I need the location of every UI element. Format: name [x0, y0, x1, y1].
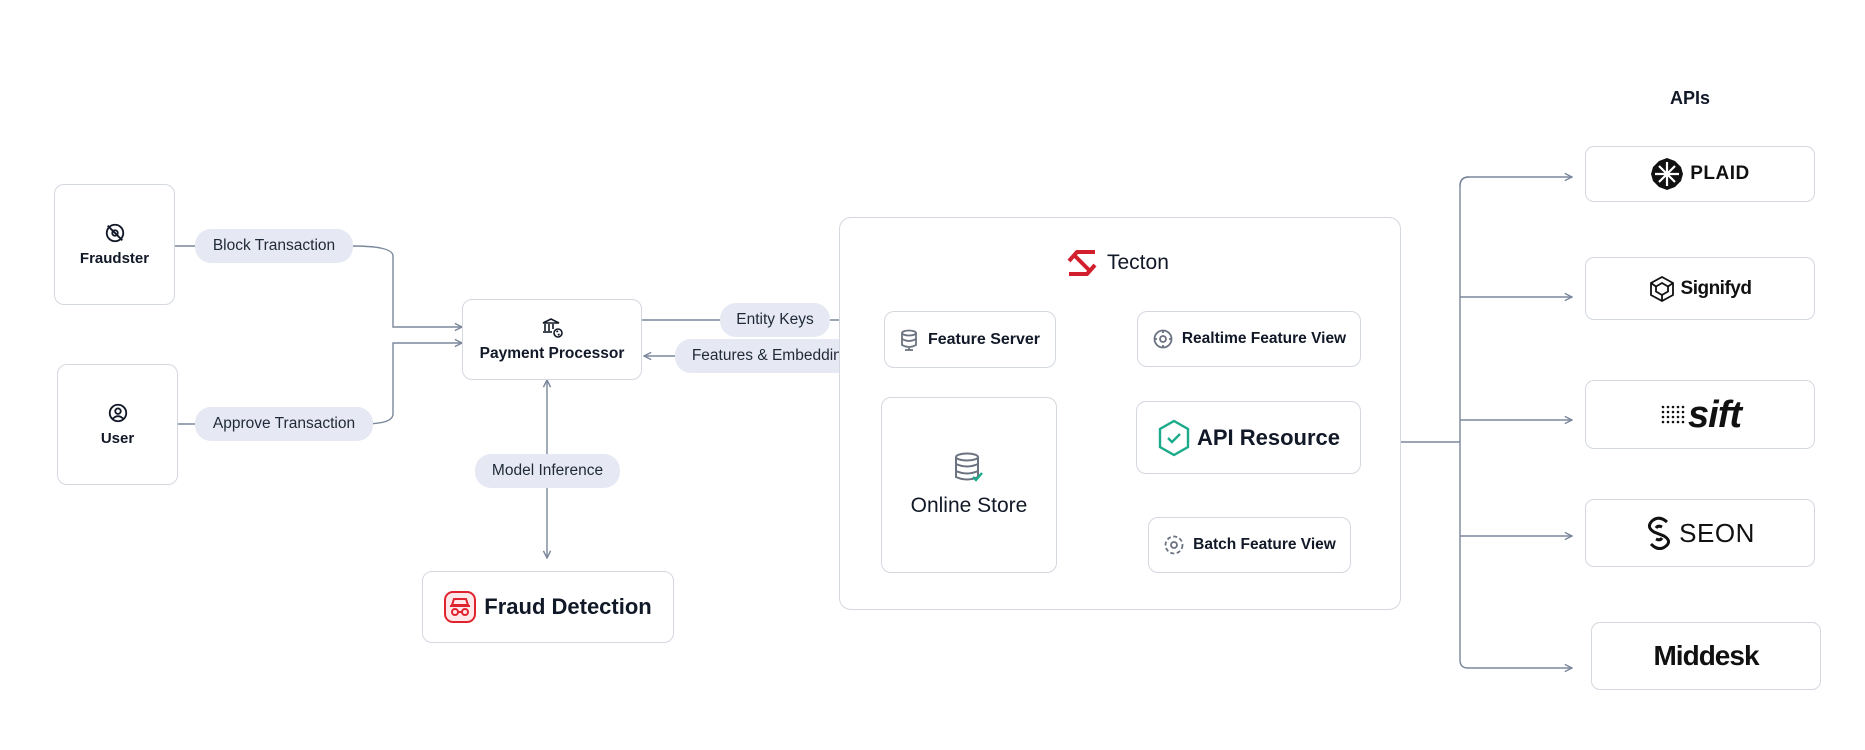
- sift-dots: [1659, 402, 1687, 428]
- api-resource-node[interactable]: API Resource: [1136, 401, 1361, 474]
- apis-header: APIs: [1669, 88, 1711, 108]
- realtime-feature-view-node[interactable]: Realtime Feature View: [1137, 311, 1361, 367]
- eye-slash-icon: [104, 222, 126, 244]
- user-label: User: [100, 430, 135, 447]
- api-signifyd[interactable]: Signifyd: [1585, 257, 1815, 320]
- payment-processor-node[interactable]: Payment Processor: [462, 299, 642, 380]
- fraud-detection-label: Fraud Detection: [484, 594, 652, 619]
- gear-icon: [1152, 328, 1174, 350]
- gear-icon: [1163, 534, 1185, 556]
- seon-logo: [1645, 516, 1673, 550]
- tecton-logo: [1065, 248, 1099, 278]
- plaid-logo: [1650, 157, 1684, 191]
- payment-processor-label: Payment Processor: [479, 344, 625, 362]
- api-seon[interactable]: SEON: [1585, 499, 1815, 567]
- database-icon: [900, 329, 918, 351]
- user-node[interactable]: User: [57, 364, 178, 485]
- approve-transaction-label: Approve Transaction: [195, 407, 373, 441]
- edge-to-plaid: [1459, 177, 1572, 187]
- feature-server-label: Feature Server: [927, 330, 1041, 348]
- block-transaction-label: Block Transaction: [195, 229, 353, 263]
- sift-wordmark: sift: [1688, 393, 1742, 436]
- api-sift[interactable]: sift: [1585, 380, 1815, 449]
- bank-sync-icon: [540, 317, 564, 339]
- edge-fraudster-payment: [175, 245, 462, 327]
- database-check-icon: [954, 452, 984, 484]
- batch-feature-view-node[interactable]: Batch Feature View: [1148, 517, 1351, 573]
- model-inference-label: Model Inference: [475, 454, 620, 488]
- batch-feature-view-label: Batch Feature View: [1193, 536, 1336, 553]
- fraud-detection-node[interactable]: Fraud Detection: [422, 571, 674, 643]
- api-middesk[interactable]: Middesk: [1591, 622, 1821, 690]
- fraudster-label: Fraudster: [79, 250, 150, 267]
- user-circle-icon: [107, 402, 129, 424]
- spy-icon: [444, 591, 477, 623]
- signifyd-logo: [1649, 275, 1675, 302]
- signifyd-wordmark: Signifyd: [1680, 277, 1752, 299]
- online-store-node[interactable]: Online Store: [881, 397, 1057, 573]
- seon-wordmark: SEON: [1679, 517, 1755, 548]
- tecton-header: Tecton: [1065, 248, 1169, 278]
- online-store-label: Online Store: [910, 494, 1028, 517]
- shield-check-icon: [1157, 419, 1191, 457]
- plaid-wordmark: PLAID: [1690, 163, 1750, 184]
- api-resource-label: API Resource: [1196, 424, 1341, 450]
- tecton-title: Tecton: [1107, 251, 1169, 274]
- middesk-wordmark: Middesk: [1653, 640, 1759, 671]
- realtime-feature-view-label: Realtime Feature View: [1181, 330, 1347, 347]
- api-bus: [1459, 176, 1470, 669]
- feature-server-node[interactable]: Feature Server: [884, 311, 1056, 368]
- api-plaid[interactable]: PLAID: [1585, 146, 1815, 202]
- fraudster-node[interactable]: Fraudster: [54, 184, 175, 305]
- entity-keys-label: Entity Keys: [720, 303, 830, 337]
